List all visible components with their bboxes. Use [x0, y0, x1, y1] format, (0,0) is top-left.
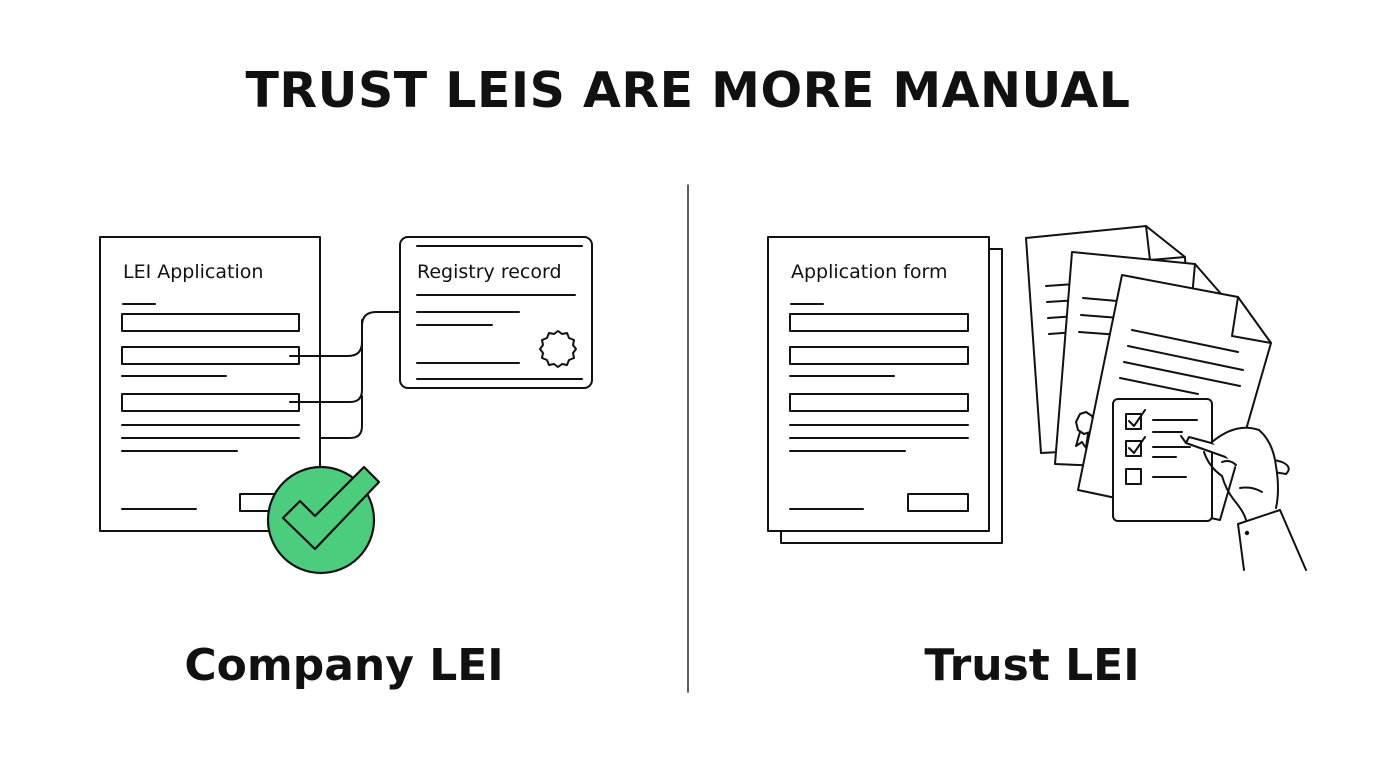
checkmark-icon [266, 465, 381, 575]
registry-card-title: Registry record [417, 261, 562, 283]
connector-lines [289, 311, 401, 439]
application-form-icon: Application form [767, 236, 990, 532]
company-lei-label: Company LEI [184, 640, 504, 691]
hand-pen-icon [1180, 426, 1307, 571]
application-document-icon: LEI Application [99, 236, 321, 532]
trust-lei-illustration: Application form [767, 225, 1307, 571]
checklist-icon [1112, 398, 1213, 522]
registry-card-icon: Registry record [399, 236, 593, 389]
application-doc-title: LEI Application [123, 261, 263, 283]
diagram-title: TRUST LEIS ARE MORE MANUAL [245, 62, 1131, 119]
form-doc-title: Application form [791, 261, 948, 283]
company-lei-illustration: LEI Application Registry record [99, 236, 593, 575]
seal-icon [539, 330, 577, 368]
trust-lei-label: Trust LEI [924, 640, 1140, 691]
